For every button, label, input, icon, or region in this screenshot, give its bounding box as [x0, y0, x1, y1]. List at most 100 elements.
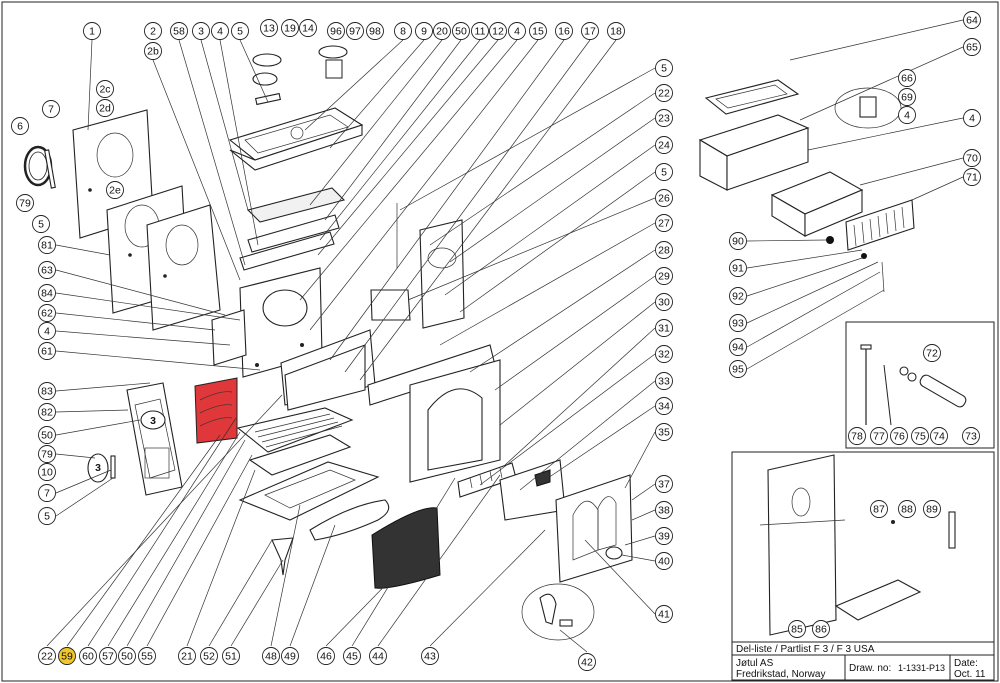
callout-bubble — [299, 19, 317, 37]
callout-label: 17 — [584, 26, 596, 38]
callout-label: 46 — [320, 651, 332, 663]
callout-label: 52 — [203, 651, 215, 663]
callout-bubble — [963, 168, 981, 186]
callout-label: 3 — [198, 26, 204, 38]
callout-c2: 2 — [144, 22, 162, 40]
callout-label: 79 — [41, 449, 53, 461]
callout-c19: 19 — [281, 19, 299, 37]
callout-c5d: 5 — [32, 215, 50, 233]
callout-c5c: 5 — [655, 163, 673, 181]
callout-c21: 21 — [178, 647, 196, 665]
callout-bubble — [848, 427, 866, 445]
callout-bubble — [144, 42, 162, 60]
callout-label: 98 — [369, 26, 381, 38]
callout-label: 7 — [48, 104, 54, 116]
callout-c50a: 50 — [452, 22, 470, 40]
callout-label: 5 — [661, 167, 667, 179]
callout-c43: 43 — [421, 647, 439, 665]
callout-c29: 29 — [655, 267, 673, 285]
callout-c79b: 79 — [38, 445, 56, 463]
callout-label: 70 — [966, 153, 978, 165]
partlist-title: Del-liste / Partlist F 3 / F 3 USA — [736, 644, 875, 655]
callout-c18: 18 — [607, 22, 625, 40]
callout-bubble — [38, 403, 56, 421]
callout-label: 2c — [99, 84, 110, 96]
title-block: Del-liste / Partlist F 3 / F 3 USA Jøtul… — [731, 641, 995, 681]
callout-label: 65 — [966, 42, 978, 54]
callout-bubble — [421, 647, 439, 665]
callout-bubble — [369, 647, 387, 665]
callout-bubble — [170, 22, 188, 40]
side-panel-front — [146, 204, 221, 331]
callout-bubble — [231, 22, 249, 40]
callout-c3: 3 — [192, 22, 210, 40]
callout-bubble — [655, 475, 673, 493]
callout-bubble — [79, 647, 97, 665]
callout-bubble — [118, 647, 136, 665]
callout-c96: 96 — [327, 22, 345, 40]
callout-label: 45 — [346, 651, 358, 663]
callout-c97: 97 — [346, 22, 364, 40]
callout-label: 71 — [966, 172, 978, 184]
callout-c2b: 2b — [144, 42, 162, 60]
callout-label: 22 — [41, 651, 53, 663]
callout-bubble — [38, 342, 56, 360]
callout-label: 72 — [926, 348, 938, 360]
callout-bubble — [655, 527, 673, 545]
callout-bubble — [963, 11, 981, 29]
callout-label: 34 — [658, 401, 670, 413]
callout-label: 48 — [265, 651, 277, 663]
callout-c11: 11 — [471, 22, 489, 40]
callout-bubble — [415, 22, 433, 40]
company-city: Fredrikstad, Norway — [736, 669, 825, 680]
callout-label: 10 — [41, 467, 53, 479]
rear-grate-frame — [419, 219, 465, 329]
callout-bubble — [394, 22, 412, 40]
callout-label: 57 — [102, 651, 114, 663]
callout-label: 18 — [610, 26, 622, 38]
callout-bubble — [138, 647, 156, 665]
callout-label: 76 — [893, 431, 905, 443]
callout-bubble — [96, 80, 114, 98]
callout-label: 5 — [38, 219, 44, 231]
ash-lip-screen — [371, 507, 441, 589]
callout-label: 4 — [904, 110, 910, 122]
callout-bubble — [433, 22, 451, 40]
callout-label: 2 — [150, 26, 156, 38]
flue-gasket-ring — [23, 145, 56, 189]
callout-bubble — [812, 620, 830, 638]
callout-label: 40 — [658, 556, 670, 568]
callout-label: 5 — [44, 511, 50, 523]
callout-c77: 77 — [870, 427, 888, 445]
badge-3-plate-text: 3 — [95, 462, 101, 474]
callout-bubble — [178, 647, 196, 665]
liner-bracket — [370, 289, 411, 321]
callout-c5b: 5 — [655, 59, 673, 77]
callout-c65: 65 — [963, 38, 981, 56]
callout-label: 2b — [147, 46, 159, 58]
callout-c32: 32 — [655, 345, 673, 363]
callout-bubble — [281, 19, 299, 37]
callout-label: 29 — [658, 271, 670, 283]
callout-c22a: 22 — [655, 84, 673, 102]
callout-bubble — [83, 22, 101, 40]
callout-c92: 92 — [729, 287, 747, 305]
callout-c16: 16 — [555, 22, 573, 40]
callout-bubble — [38, 445, 56, 463]
callout-c70: 70 — [963, 149, 981, 167]
callout-c41: 41 — [655, 605, 673, 623]
callout-bubble — [260, 19, 278, 37]
flue-collar — [318, 45, 348, 59]
callout-bubble — [489, 22, 507, 40]
callout-label: 61 — [41, 346, 53, 358]
callout-bubble — [96, 99, 114, 117]
callout-c10: 10 — [38, 463, 56, 481]
callout-bubble — [655, 397, 673, 415]
callout-c7a: 7 — [42, 100, 60, 118]
callout-label: 97 — [349, 26, 361, 38]
callout-c79a: 79 — [16, 194, 34, 212]
ash-drawer — [770, 171, 864, 237]
callout-label: 16 — [558, 26, 570, 38]
callout-label: 26 — [658, 193, 670, 205]
